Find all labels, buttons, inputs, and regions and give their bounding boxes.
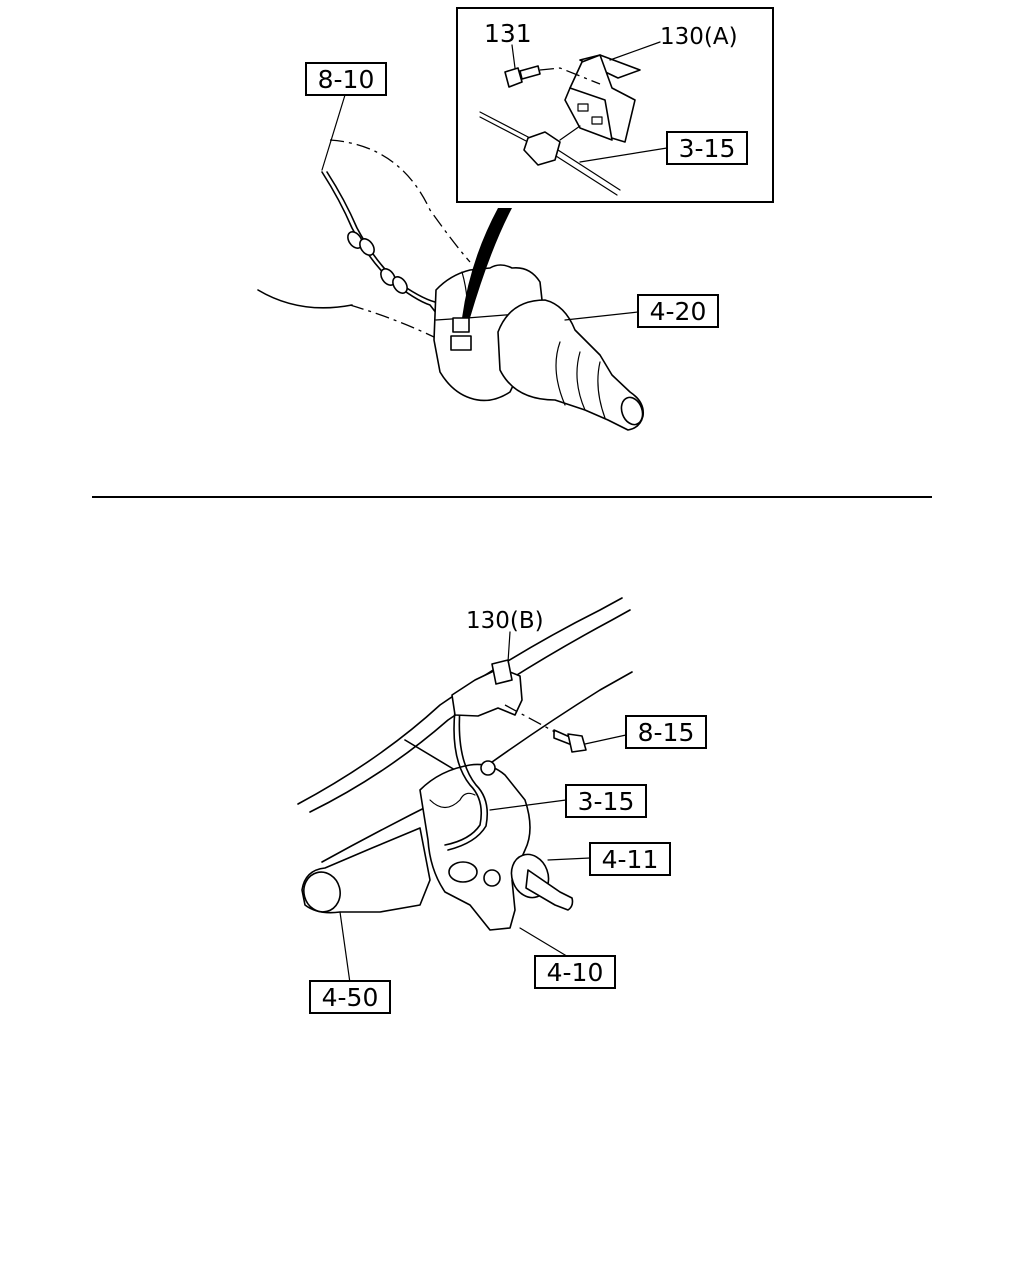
detail-inset <box>456 7 774 203</box>
label-box-4-20 <box>637 294 719 328</box>
label-8-10: 8-10 <box>318 65 375 94</box>
label-4-50: 4-50 <box>322 983 379 1012</box>
bracket-slot-1 <box>577 103 589 112</box>
frame-rail-top <box>297 597 623 805</box>
leader-131 <box>511 44 516 69</box>
sensor-wire <box>321 171 441 319</box>
label-part-130b: 130(B) <box>466 608 544 634</box>
inset-wire-right-2 <box>555 155 618 196</box>
label-part-131: 131 <box>484 19 532 48</box>
frame-rail-web <box>404 739 456 771</box>
label-4-11: 4-11 <box>602 845 659 874</box>
inset-connector <box>523 131 561 166</box>
wire-clip-1 <box>347 231 375 256</box>
inset-wire-right <box>557 149 621 191</box>
sensor-head <box>483 869 501 887</box>
leader-8-10 <box>321 94 346 171</box>
shaft-end <box>620 396 644 426</box>
inset-pointer-wedge <box>462 208 512 318</box>
leader-4-50 <box>339 911 351 984</box>
bolt-8-15 <box>553 729 587 753</box>
bracket-130b-tab <box>491 659 513 685</box>
bolt-axis-dashed-bottom <box>504 704 556 733</box>
wire-clip-2 <box>380 268 408 294</box>
leader-3-15 <box>489 799 567 811</box>
axle-beam-end <box>303 871 341 913</box>
knuckle-bore <box>448 861 478 883</box>
label-4-20: 4-20 <box>650 297 707 326</box>
shaft-ring-3 <box>597 361 606 419</box>
bolt-131 <box>504 65 541 88</box>
label-part-130a: 130(A) <box>660 24 738 50</box>
leader-130b <box>507 631 511 663</box>
shaft-ring-1 <box>555 341 566 406</box>
bolt-axis-dashed <box>539 67 601 85</box>
label-box-8-10 <box>305 62 387 96</box>
leader-4-20 <box>564 311 639 321</box>
spindle <box>525 869 574 911</box>
sensor-wire-second <box>326 171 446 315</box>
label-box-8-15 <box>625 715 707 749</box>
label-box-3-15 <box>565 784 647 818</box>
leader-8-15 <box>584 734 627 745</box>
steering-knuckle <box>419 763 531 931</box>
bracket-130a-plate <box>564 87 613 141</box>
sensor-connector-upper <box>452 317 470 333</box>
label-3-15: 3-15 <box>578 787 635 816</box>
frame-rail-top-2 <box>309 609 631 813</box>
bottom-assembly-drawing <box>297 597 633 984</box>
label-box-4-50 <box>309 980 391 1014</box>
axle-shaft <box>497 299 645 431</box>
shaft-ring-2 <box>576 351 586 411</box>
top-assembly-drawing <box>257 94 645 431</box>
label-box-4-10 <box>534 955 616 989</box>
label-box-4-11 <box>589 842 671 876</box>
inset-wire-left-2 <box>479 116 529 143</box>
leader-3-15-inset <box>579 147 668 163</box>
leader-4-11 <box>547 857 591 861</box>
frame-curve <box>257 289 353 309</box>
connector-stem <box>559 125 581 141</box>
label-8-15: 8-15 <box>638 718 695 747</box>
label-4-10: 4-10 <box>547 958 604 987</box>
label-3-15-inset: 3-15 <box>679 134 736 163</box>
bracket-slot-2 <box>591 116 603 125</box>
leader-4-10 <box>519 927 571 959</box>
sensor-wire-bottom-2 <box>447 707 489 851</box>
inset-wire-left <box>479 111 531 139</box>
frame-outline-dashed-lower <box>349 304 441 341</box>
sensor-wire-bottom <box>444 709 483 846</box>
sensor-connector-lower <box>450 335 472 351</box>
knuckle-edge <box>429 792 476 809</box>
leader-130a <box>609 41 661 61</box>
knuckle-boss <box>480 760 496 776</box>
label-box-3-15-inset <box>666 131 748 165</box>
frame-outline-dashed <box>329 139 471 263</box>
